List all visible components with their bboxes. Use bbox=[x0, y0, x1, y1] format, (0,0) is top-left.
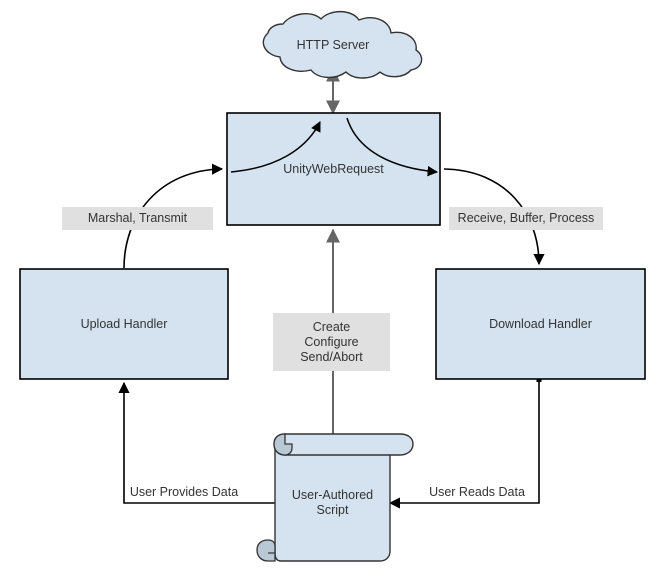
node-upload-handler[interactable] bbox=[19, 268, 229, 380]
edge-label-receive-buffer-process: Receive, Buffer, Process bbox=[449, 207, 603, 230]
node-download-handler[interactable] bbox=[435, 268, 646, 380]
edge-label-create-configure-send-abort: Create Configure Send/Abort bbox=[273, 313, 390, 371]
edge-label-user-provides-data: User Provides Data bbox=[127, 483, 241, 501]
node-user-authored-script[interactable] bbox=[256, 433, 414, 562]
edge-receive-buffer-process bbox=[443, 168, 545, 266]
decorative-inner-arrows bbox=[230, 117, 439, 177]
node-unity-web-request[interactable] bbox=[226, 112, 441, 226]
edge-label-marshal-transmit: Marshal, Transmit bbox=[62, 207, 213, 230]
edge-marshal-transmit bbox=[123, 163, 224, 269]
node-http-server[interactable] bbox=[262, 10, 423, 79]
edge-label-user-reads-data: User Reads Data bbox=[424, 483, 530, 501]
